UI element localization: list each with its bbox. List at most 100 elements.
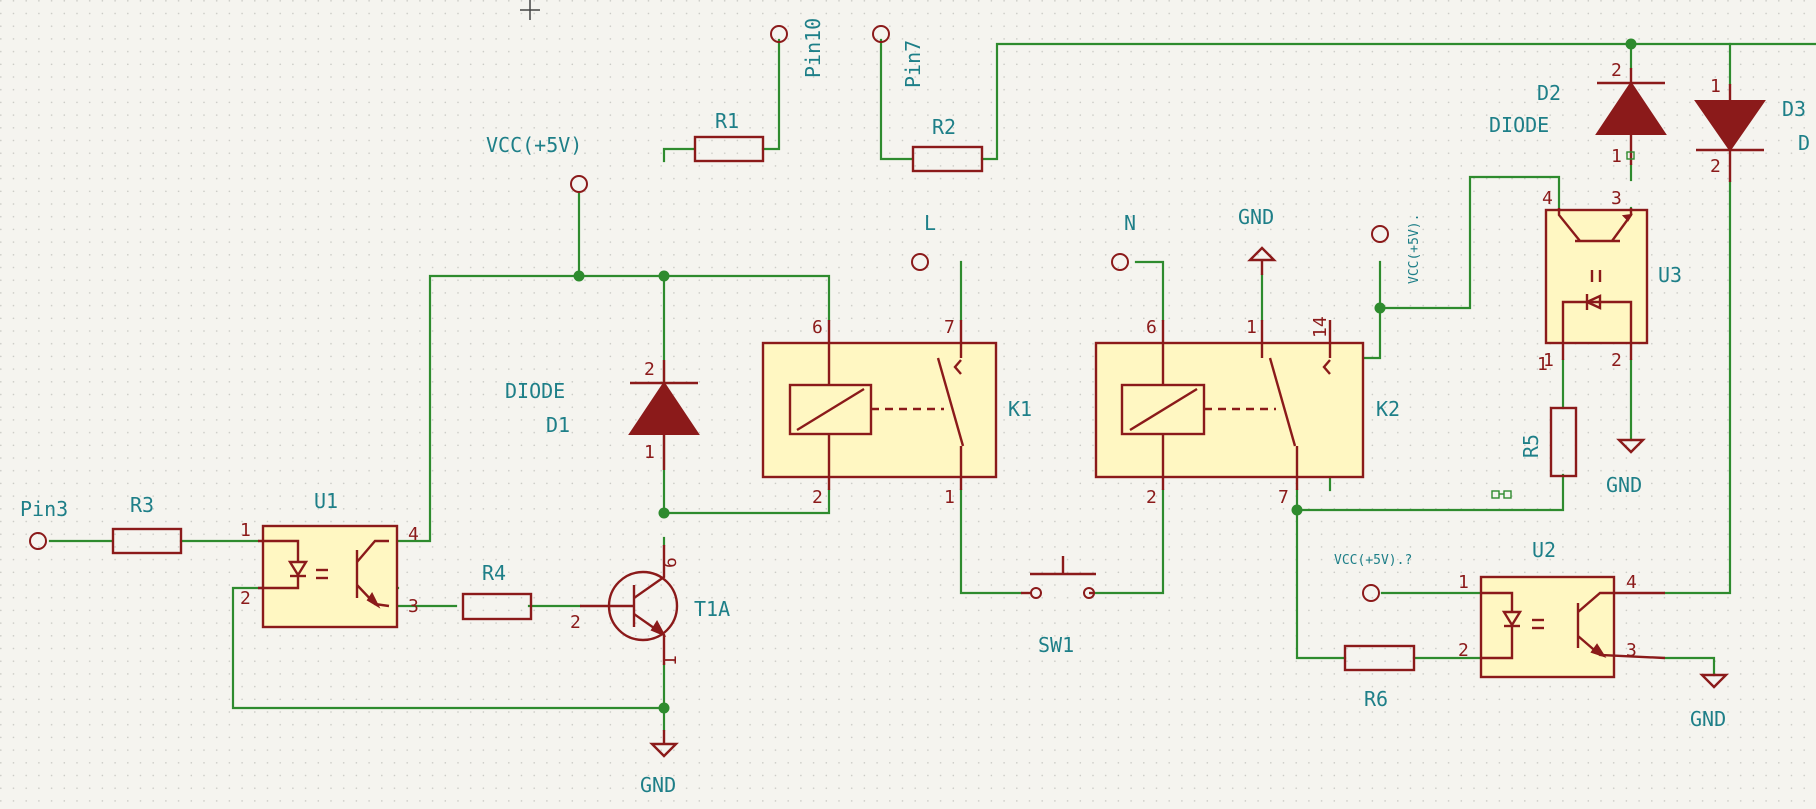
diode-d2[interactable]: 2 1 D2 DIODE xyxy=(1489,60,1667,167)
d1-ref-label: D1 xyxy=(546,413,570,437)
u2-label: U2 xyxy=(1532,538,1556,562)
pin7-connector[interactable]: Pin7 xyxy=(872,25,925,88)
k2-pin-14: 14 xyxy=(1310,316,1331,338)
d2-value-label: DIODE xyxy=(1489,113,1549,137)
sw1-label: SW1 xyxy=(1038,633,1074,657)
junctions xyxy=(573,38,1637,714)
u2-led-icon xyxy=(1482,591,1544,660)
t1-label: T1A xyxy=(694,597,730,621)
pin10-connector[interactable]: Pin10 xyxy=(770,18,825,78)
resistor-r5[interactable]: R5 1 xyxy=(1491,354,1578,499)
k2-label: K2 xyxy=(1376,397,1400,421)
d3-pin-1: 1 xyxy=(1710,76,1721,97)
u1-led-icon xyxy=(258,539,328,590)
u3-pin-4: 4 xyxy=(1542,188,1553,209)
d2-pin-1: 1 xyxy=(1611,146,1622,167)
u1-pin-4: 4 xyxy=(408,524,419,545)
d1-value-label: DIODE xyxy=(505,379,565,403)
u3-pin-1: 1 xyxy=(1543,350,1554,371)
gnd-u2-label: GND xyxy=(1690,707,1726,731)
vcc-main-label: VCC(+5V) xyxy=(486,133,582,157)
u1-label: U1 xyxy=(314,489,338,513)
neutral-connector[interactable]: N xyxy=(1111,211,1136,271)
d3-pin-2: 2 xyxy=(1710,156,1721,177)
u3-phototransistor-icon xyxy=(1557,208,1633,243)
gnd-k2-symbol: GND xyxy=(1238,205,1277,275)
u2-pin-2: 2 xyxy=(1458,640,1469,661)
resistor-r1[interactable]: R1 xyxy=(693,109,765,163)
u2-pin-4: 4 xyxy=(1626,572,1637,593)
diode-d1[interactable]: 2 1 DIODE D1 xyxy=(505,359,700,470)
u2-pin-3: 3 xyxy=(1626,640,1637,661)
vcc-u2-connector[interactable]: VCC(+5V).? xyxy=(1334,553,1412,602)
d2-pin-marker xyxy=(1626,151,1635,160)
resistor-r6[interactable]: R6 xyxy=(1343,644,1416,711)
transistor-t1a[interactable]: 2 6 1 T1A xyxy=(570,545,730,666)
u3-led-icon xyxy=(1561,270,1633,360)
pin7-label: Pin7 xyxy=(901,40,925,88)
diode-d3[interactable]: 1 2 D3 D xyxy=(1694,76,1810,182)
resistor-r3[interactable]: R3 xyxy=(111,493,183,555)
d2-ref-label: D2 xyxy=(1537,81,1561,105)
u3-label: U3 xyxy=(1658,263,1682,287)
u3-pin-3: 3 xyxy=(1611,188,1622,209)
u1-pin-1: 1 xyxy=(240,520,251,541)
line-connector[interactable]: L xyxy=(911,211,936,271)
switch-sw1[interactable]: SW1 xyxy=(1021,556,1096,657)
k2-pin-1: 1 xyxy=(1246,317,1257,338)
vcc-k2-label: VCC(+5V). xyxy=(1407,214,1422,284)
gnd-u3-label: GND xyxy=(1606,473,1642,497)
optocoupler-u3[interactable]: U3 4 3 1 2 xyxy=(1542,188,1682,371)
u1-pin-2: 2 xyxy=(240,588,251,609)
r5-label: R5 xyxy=(1519,434,1543,458)
r2-label: R2 xyxy=(932,115,956,139)
optocoupler-u1[interactable]: U1 1 2 3 4 xyxy=(240,489,419,629)
d3-ref-label: D3 xyxy=(1782,97,1806,121)
gnd-k2-label: GND xyxy=(1238,205,1274,229)
r5-pin-1: 1 xyxy=(1537,354,1548,375)
gnd-t1-symbol: GND xyxy=(640,730,679,797)
vcc-u2-label: VCC(+5V).? xyxy=(1334,553,1412,568)
u1-pin-3: 3 xyxy=(408,596,419,617)
r6-label: R6 xyxy=(1364,687,1388,711)
r1-label: R1 xyxy=(715,109,739,133)
k1-label: K1 xyxy=(1008,397,1032,421)
gnd-u3-symbol: GND xyxy=(1606,438,1646,497)
wires xyxy=(48,38,1816,732)
k1-pin-1: 1 xyxy=(944,487,955,508)
u1-phototransistor-icon xyxy=(355,539,390,609)
u2-phototransistor-icon xyxy=(1576,591,1666,660)
r5-pin-marker xyxy=(1491,490,1512,499)
vcc-main-connector[interactable]: VCC(+5V) xyxy=(486,133,588,193)
k1-pin-2: 2 xyxy=(812,487,823,508)
k2-pin-6: 6 xyxy=(1146,317,1157,338)
cursor-crosshair-icon xyxy=(520,0,540,20)
resistor-r4[interactable]: R4 xyxy=(461,561,533,621)
optocoupler-u2[interactable]: U2 1 2 3 4 xyxy=(1458,538,1666,679)
t1-pin-c: 6 xyxy=(660,557,681,568)
d3-value-label: D xyxy=(1798,131,1810,155)
k1-pin-6: 6 xyxy=(812,317,823,338)
gnd-t1-label: GND xyxy=(640,773,676,797)
d1-pin-a: 1 xyxy=(644,442,655,463)
pin3-label: Pin3 xyxy=(20,497,68,521)
relay-k1[interactable]: 6 2 7 1 K1 xyxy=(761,317,1032,508)
line-label: L xyxy=(924,211,936,235)
pin10-label: Pin10 xyxy=(801,18,825,78)
t1-pin-e: 1 xyxy=(660,655,681,666)
d2-pin-2: 2 xyxy=(1611,60,1622,81)
r4-label: R4 xyxy=(482,561,506,585)
vcc-k2-connector[interactable]: VCC(+5V). xyxy=(1371,214,1422,284)
relay-k2[interactable]: 6 2 1 14 7 K2 xyxy=(1094,316,1400,508)
k1-pin-7: 7 xyxy=(944,317,955,338)
d1-pin-k: 2 xyxy=(644,359,655,380)
k2-pin-7: 7 xyxy=(1278,487,1289,508)
u3-pin-2: 2 xyxy=(1611,350,1622,371)
resistor-r2[interactable]: R2 xyxy=(911,115,984,173)
u2-pin-1: 1 xyxy=(1458,572,1469,593)
neutral-label: N xyxy=(1124,211,1136,235)
k2-pin-2: 2 xyxy=(1146,487,1157,508)
pin3-connector[interactable]: Pin3 xyxy=(20,497,68,550)
r3-label: R3 xyxy=(130,493,154,517)
